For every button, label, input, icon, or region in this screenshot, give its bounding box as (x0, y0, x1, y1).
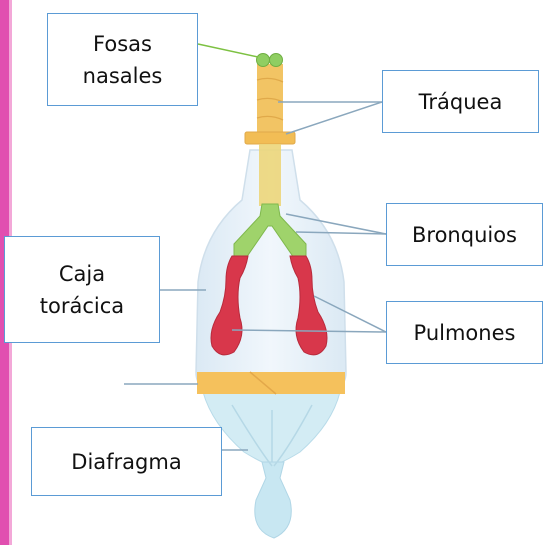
trachea-lower (259, 144, 281, 206)
label-pulmones: Pulmones (386, 301, 543, 364)
label-fosas-nasales-line1: Fosas (93, 28, 152, 60)
label-bronquios-text: Bronquios (412, 219, 517, 251)
label-fosas-nasales: Fosas nasales (47, 13, 198, 106)
label-caja-toracica: Caja torácica (4, 236, 160, 343)
label-diafragma-text: Diafragma (71, 446, 181, 478)
leader-fosas-nasales (198, 44, 258, 57)
nostril-right (270, 54, 283, 67)
label-traquea: Tráquea (382, 70, 539, 133)
nostril-left (257, 54, 270, 67)
label-fosas-nasales-line2: nasales (83, 60, 163, 92)
leader-traquea-2 (286, 102, 382, 134)
label-traquea-text: Tráquea (419, 86, 503, 118)
balloon-knot (255, 462, 291, 538)
label-caja-toracica-line2: torácica (40, 290, 124, 322)
label-caja-toracica-line1: Caja (59, 258, 105, 290)
label-bronquios: Bronquios (386, 203, 543, 266)
label-pulmones-text: Pulmones (414, 317, 516, 349)
label-diafragma: Diafragma (31, 427, 222, 496)
